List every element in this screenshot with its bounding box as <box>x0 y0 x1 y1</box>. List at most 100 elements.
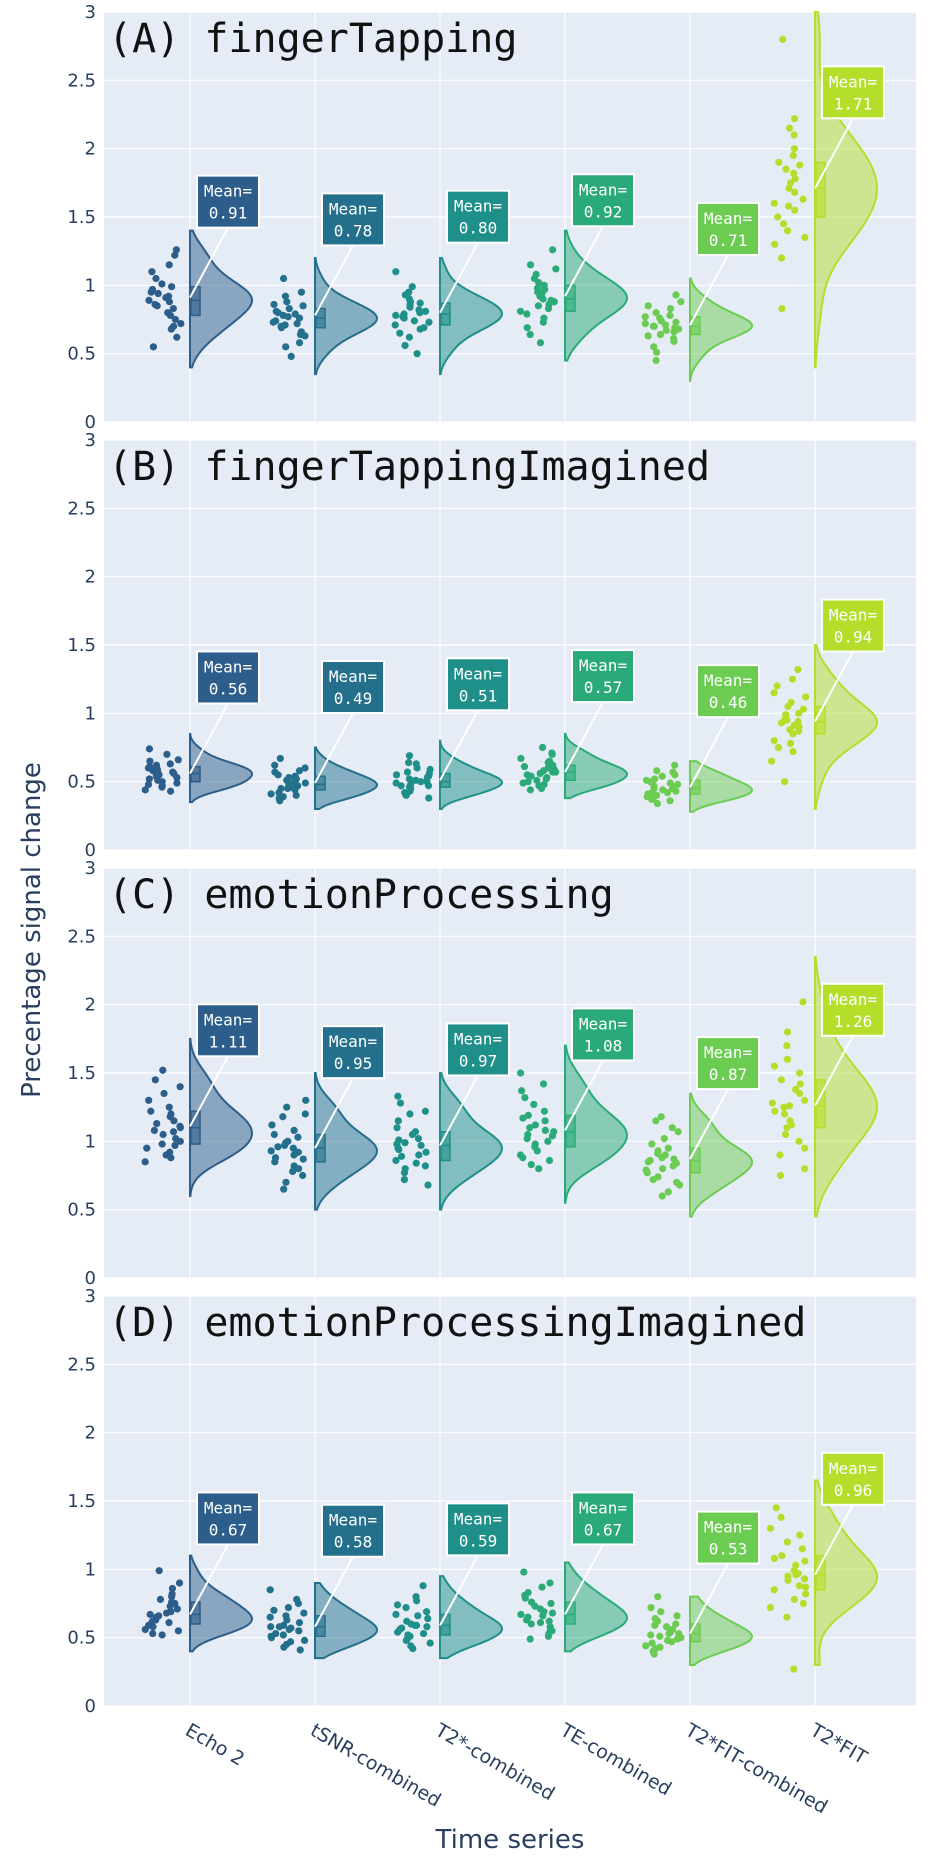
data-point <box>771 1107 779 1115</box>
data-point <box>145 1096 153 1104</box>
data-point <box>536 1619 545 1627</box>
data-point <box>283 1103 291 1111</box>
annotation-value: 0.56 <box>209 679 248 698</box>
data-point <box>801 1165 809 1173</box>
data-point <box>152 1613 161 1621</box>
data-point <box>664 1144 672 1152</box>
data-point <box>281 292 290 300</box>
data-point <box>159 1130 167 1139</box>
data-point <box>642 1642 650 1650</box>
data-point <box>283 298 291 306</box>
data-point <box>299 302 307 310</box>
data-point <box>650 784 658 793</box>
data-point <box>283 1616 291 1624</box>
data-point <box>290 1126 298 1134</box>
data-point <box>405 775 413 783</box>
panel-title: (A) fingerTapping <box>108 16 517 62</box>
data-point <box>285 304 293 313</box>
annotation-arrow <box>689 1088 729 1160</box>
data-point <box>410 317 418 325</box>
data-point <box>790 131 798 139</box>
annotation-box <box>446 1502 510 1557</box>
data-point <box>153 1119 161 1128</box>
data-point <box>280 1185 288 1193</box>
data-point <box>154 289 162 298</box>
data-point <box>526 1124 534 1132</box>
data-point <box>770 1554 779 1562</box>
data-point <box>526 1635 534 1643</box>
y-tick-label: 1.5 <box>67 207 96 228</box>
data-point <box>523 310 531 318</box>
violin-half <box>439 1072 504 1211</box>
data-point <box>175 1579 184 1587</box>
data-point <box>648 1639 656 1647</box>
panel-d: 00.511.522.53(D) emotionProcessingImagin… <box>67 1286 916 1717</box>
data-point <box>648 1140 656 1148</box>
data-point <box>535 1165 543 1173</box>
data-point <box>768 1099 777 1107</box>
data-point <box>144 1621 153 1629</box>
data-point <box>156 1595 165 1603</box>
data-point <box>779 220 788 228</box>
x-tick-label: TE-combined <box>556 1719 675 1801</box>
data-point <box>271 1154 280 1162</box>
data-point <box>296 330 305 339</box>
data-point <box>425 769 433 778</box>
data-point <box>536 339 545 347</box>
data-point <box>538 1583 546 1591</box>
data-point <box>666 304 675 313</box>
data-point <box>795 1137 803 1145</box>
y-tick-label: 1 <box>85 703 96 724</box>
annotation-value: 0.57 <box>584 678 623 697</box>
data-point <box>783 1613 791 1621</box>
violin-box <box>815 1079 826 1129</box>
data-point <box>533 776 541 784</box>
data-point <box>301 1110 309 1118</box>
annotation-label: Mean= <box>204 1498 252 1517</box>
data-point <box>785 202 793 210</box>
y-tick-label: 2.5 <box>67 926 96 947</box>
data-point <box>653 767 661 775</box>
data-point <box>277 784 285 793</box>
data-point <box>288 780 297 789</box>
data-point <box>770 689 778 697</box>
data-point <box>534 302 542 310</box>
data-point <box>144 780 153 789</box>
data-point <box>656 1643 664 1651</box>
data-point <box>405 333 414 341</box>
data-point <box>158 783 166 791</box>
data-point <box>641 313 649 321</box>
annotation-value: 0.92 <box>584 202 623 221</box>
annotation-box <box>196 174 260 229</box>
annotation-arrow <box>814 1504 854 1576</box>
data-point <box>799 705 808 713</box>
data-point <box>520 1568 528 1576</box>
data-point <box>416 299 424 307</box>
annotation-arrow <box>189 227 229 299</box>
y-tick-label: 2.5 <box>67 1354 96 1375</box>
data-point <box>141 786 149 794</box>
y-tick-label: 3 <box>85 430 96 451</box>
data-point <box>424 1181 432 1189</box>
data-point <box>674 1128 682 1136</box>
data-point <box>785 1102 794 1110</box>
data-point <box>795 709 803 717</box>
data-point <box>282 343 290 351</box>
data-point <box>524 1111 532 1119</box>
data-point <box>523 324 531 332</box>
data-point <box>656 314 664 322</box>
data-point <box>799 195 807 203</box>
annotation-arrow <box>314 1077 354 1149</box>
data-point <box>794 1569 802 1578</box>
data-point <box>301 779 310 787</box>
data-point <box>402 1636 410 1644</box>
data-point <box>176 1137 184 1145</box>
data-point <box>165 261 173 269</box>
data-point <box>540 281 548 289</box>
violin-half <box>314 1582 379 1660</box>
data-point <box>174 1627 182 1635</box>
annotation-value: 0.91 <box>209 204 248 223</box>
data-point <box>297 288 306 296</box>
data-point <box>162 1609 171 1617</box>
